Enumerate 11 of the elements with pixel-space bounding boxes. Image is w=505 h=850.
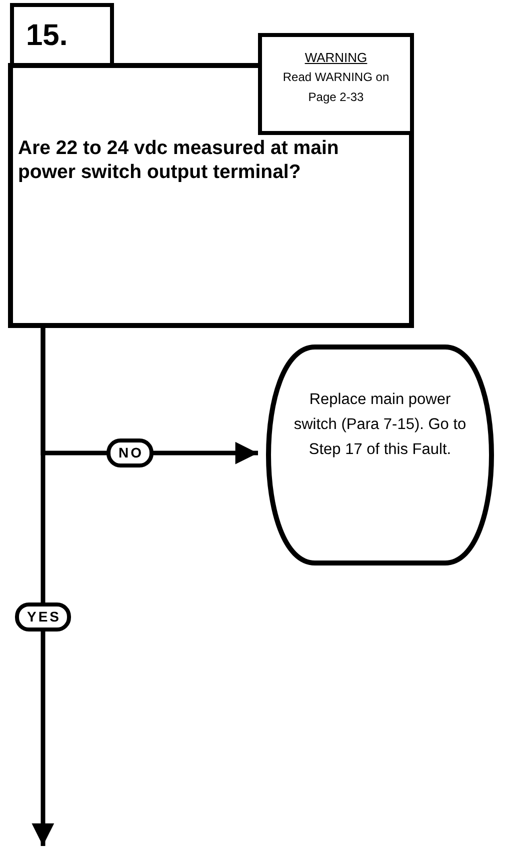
warning-heading: WARNING — [304, 49, 368, 67]
flow-arrow — [32, 328, 54, 846]
edge-label: YES — [15, 602, 71, 632]
warning-text: Read WARNING on Page 2-33 — [282, 69, 390, 106]
edge-label: NO — [106, 438, 154, 468]
question-text: Are 22 to 24 vdc measured at main power switch output terminal? — [18, 136, 340, 184]
question-box — [8, 63, 414, 328]
warning-box — [258, 33, 414, 135]
action-text: Replace main power switch (Para 7-15). Go to Step 17 of this Fault. — [292, 390, 468, 460]
step-number-tab — [10, 3, 114, 64]
step-number: 15. — [26, 18, 68, 52]
